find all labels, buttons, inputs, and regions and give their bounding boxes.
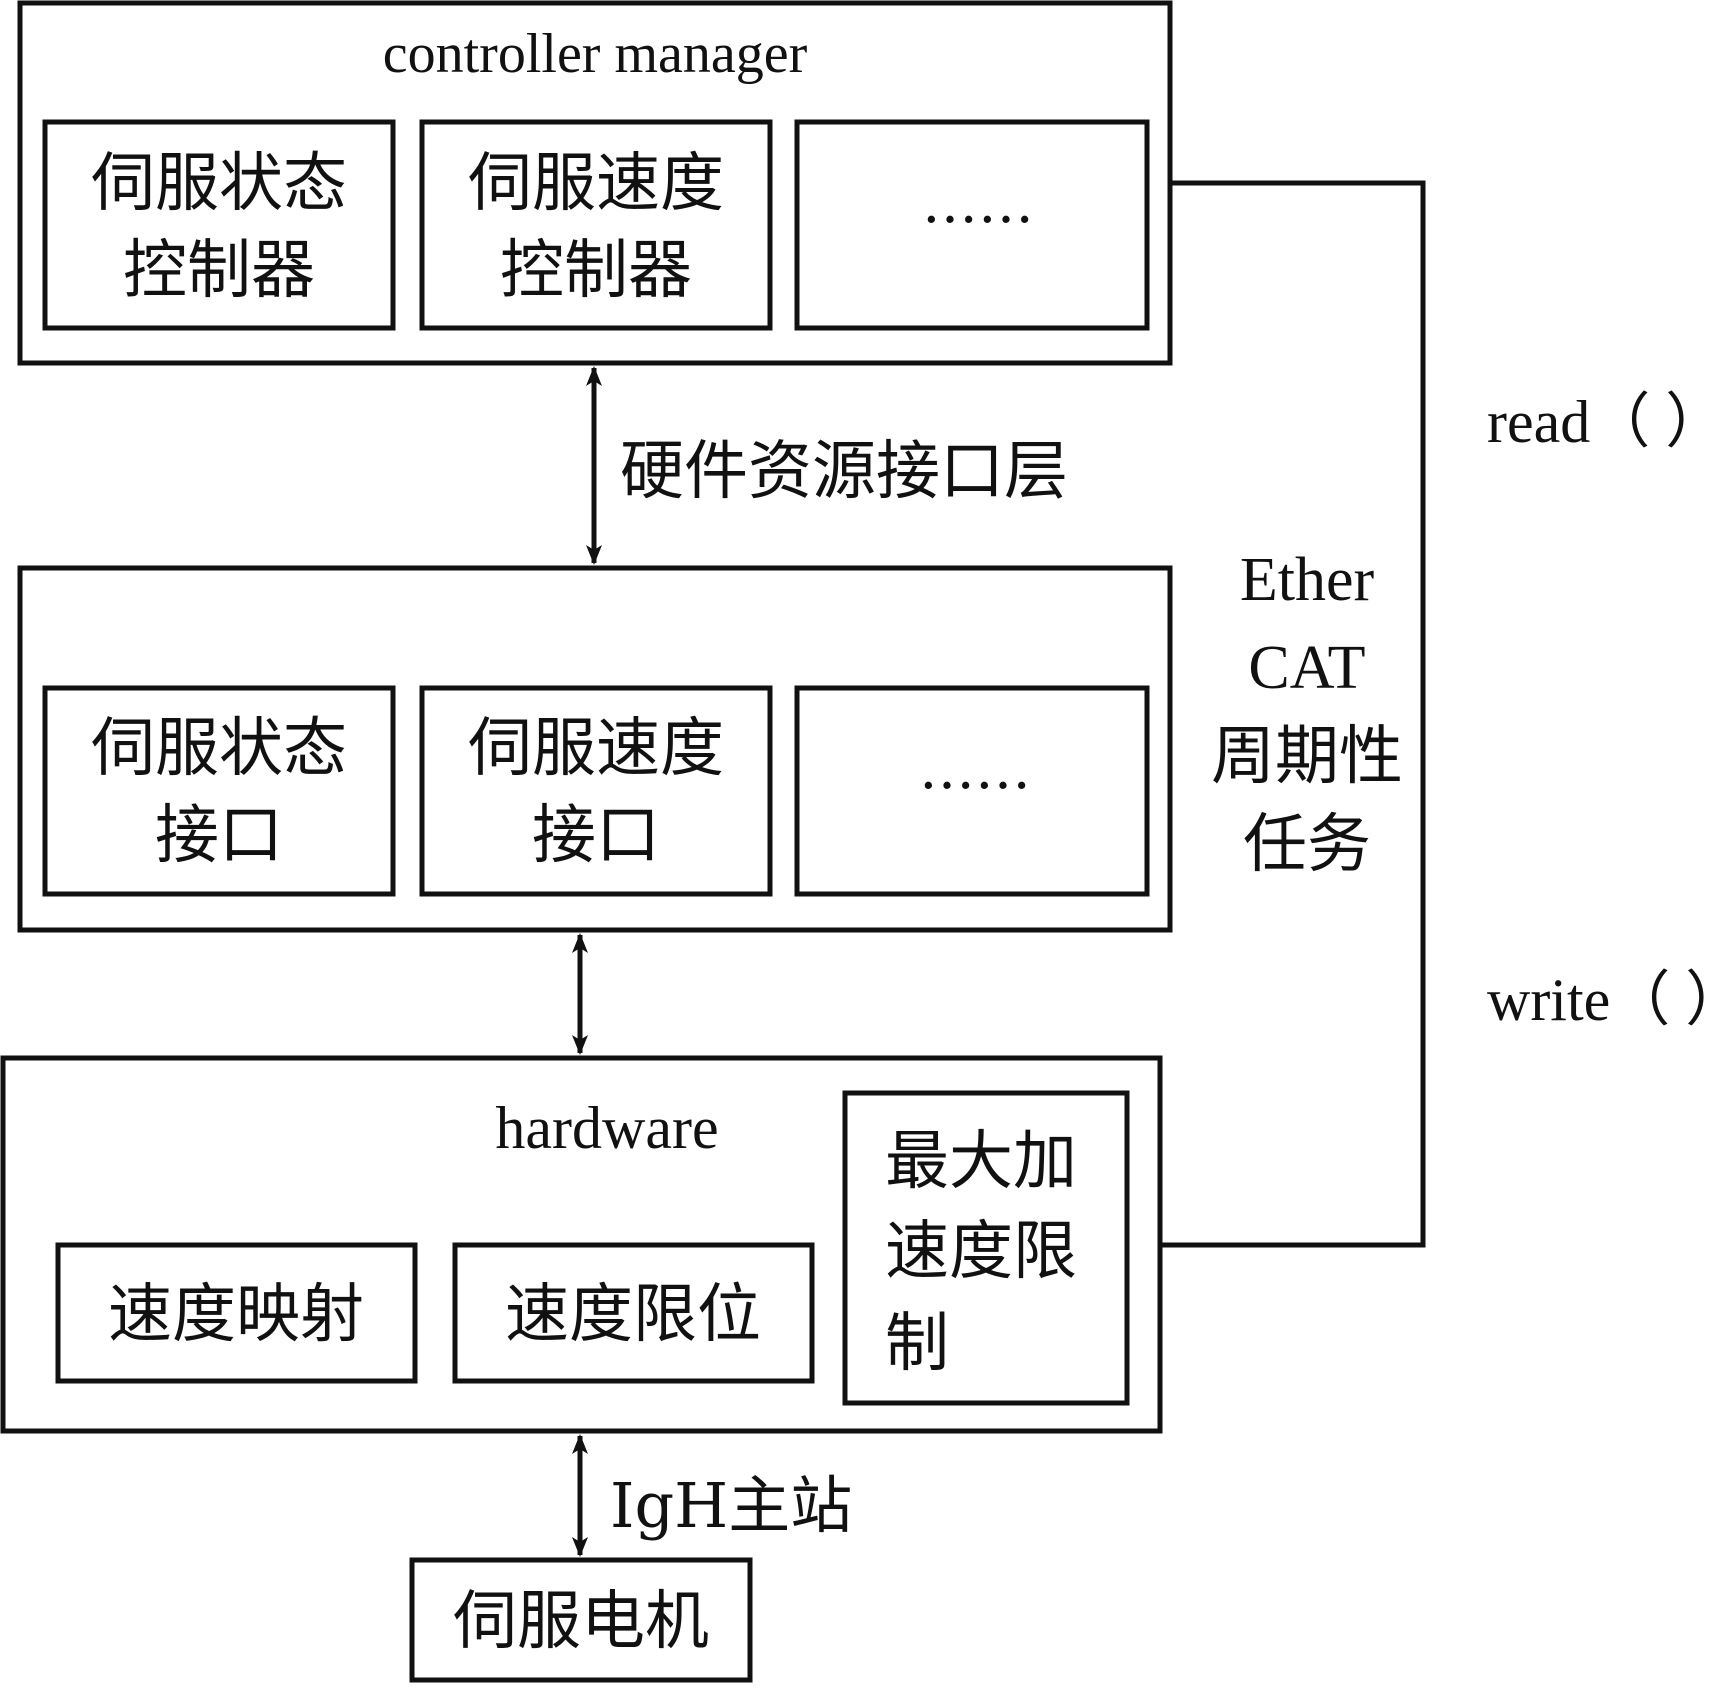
read-label: read（ ）: [1487, 389, 1725, 455]
ethercat-line2: CAT: [1248, 634, 1365, 702]
servo-speed-interface-line1: 伺服速度: [468, 712, 724, 786]
servo-state-interface-line2: 接口: [155, 799, 283, 873]
servo-speed-interface-box: [419, 685, 773, 897]
hardware-interface-label: 硬件资源接口层: [620, 435, 1068, 509]
more-interfaces-ellipsis: ……: [919, 737, 1031, 802]
servo-speed-controller-line2: 控制器: [500, 234, 692, 308]
servo-speed-interface-line2: 接口: [532, 799, 660, 873]
more-controllers-ellipsis: ……: [922, 171, 1034, 236]
servo-state-interface-box: [42, 685, 396, 897]
ethercat-line4: 任务: [1243, 808, 1371, 882]
max-accel-limit-line3: 制: [885, 1307, 949, 1381]
servo-speed-controller-line1: 伺服速度: [468, 147, 724, 221]
servo-speed-controller-box: [419, 119, 773, 331]
speed-mapping-label: 速度映射: [108, 1278, 364, 1352]
ethercat-line1: Ether: [1240, 546, 1375, 614]
igh-master-label: IgH主站: [610, 1469, 852, 1542]
servo-motor-label: 伺服电机: [453, 1585, 709, 1659]
max-accel-limit-line2: 速度限: [885, 1215, 1077, 1289]
servo-state-controller-line1: 伺服状态: [91, 147, 347, 221]
servo-state-controller-line2: 控制器: [123, 234, 315, 308]
max-accel-limit-box: [842, 1090, 1130, 1406]
speed-limit-label: 速度限位: [505, 1278, 761, 1352]
servo-motor-box: [409, 1557, 753, 1683]
servo-state-interface-line1: 伺服状态: [91, 712, 347, 786]
write-label: write（ ）: [1487, 967, 1726, 1033]
speed-mapping-box: [55, 1242, 418, 1384]
speed-limit-box: [452, 1242, 815, 1384]
more-controllers-box: [794, 119, 1150, 331]
hardware-title: hardware: [495, 1095, 718, 1161]
more-interfaces-box: [794, 685, 1150, 897]
servo-state-controller-box: [42, 119, 396, 331]
controller-manager-title: controller manager: [383, 23, 808, 85]
ethercat-loop-line: [1160, 180, 1426, 1248]
max-accel-limit-line1: 最大加: [885, 1125, 1077, 1199]
hardware-interface-box: [17, 565, 1173, 933]
ethercat-line3: 周期性: [1211, 720, 1403, 794]
